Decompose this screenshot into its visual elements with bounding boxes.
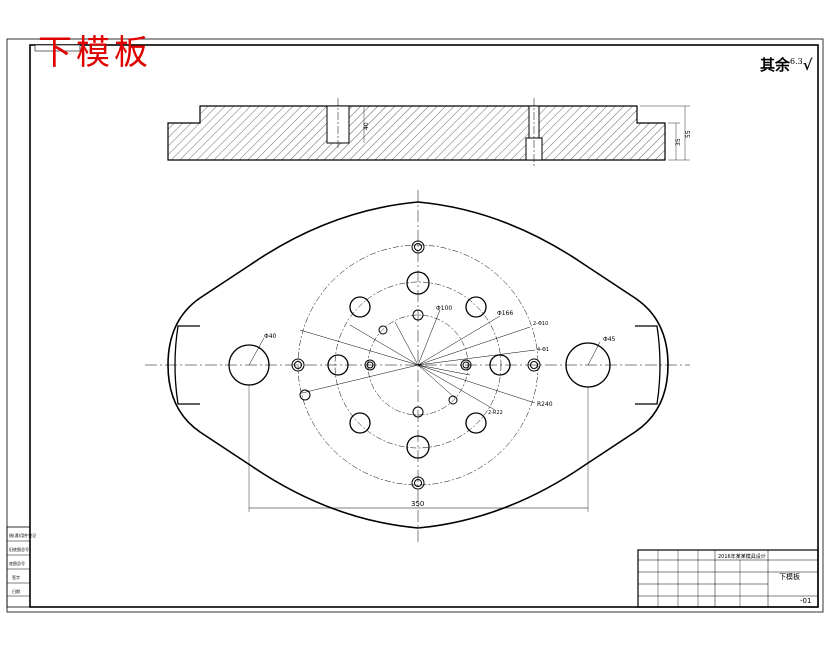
plan-view	[145, 190, 690, 545]
dim-35: 35	[675, 138, 682, 146]
left-block-label-4: 日期	[12, 588, 20, 594]
roughness-note: 其余6.3√	[760, 54, 813, 75]
dim-350: 350	[411, 500, 424, 508]
left-block-label-0: 借(通)用件登记	[9, 532, 36, 538]
dim-40: 40	[363, 122, 370, 130]
inner-border	[29, 44, 819, 608]
left-block-label-2: 底图总号	[9, 560, 25, 566]
dim-dia45: Φ45	[603, 336, 616, 343]
title-block-name: 下模板	[779, 573, 800, 581]
title-block-header: 2016年某某模具设计	[718, 554, 766, 560]
dim-2-dia10: 2-Φ10	[533, 321, 548, 327]
dim-dia100: Φ100	[436, 305, 452, 312]
left-block-label-3: 签字	[12, 574, 20, 580]
dim-4-dia: 4-Φ1	[537, 347, 549, 353]
right-slot	[635, 325, 661, 405]
roughness-text: 其余	[760, 56, 791, 74]
dim-dia40: Φ40	[264, 333, 277, 340]
dim-55: 55	[685, 130, 692, 138]
roughness-value: 6.3	[790, 57, 803, 66]
title-block	[637, 549, 819, 608]
drawing-title: 下模板	[38, 33, 152, 73]
outer-border	[6, 38, 824, 613]
dim-dia166: Φ166	[497, 310, 513, 317]
left-block-label-1: 旧底图总号	[9, 546, 29, 552]
roughness-check-icon: √	[802, 56, 813, 74]
plate-outline	[167, 201, 669, 529]
section-view	[167, 98, 690, 166]
corner-tab	[34, 44, 81, 52]
dim-r240: R240	[537, 401, 553, 408]
pcd-inner	[367, 314, 469, 416]
title-block-code: -01	[800, 597, 812, 605]
left-block	[6, 526, 31, 608]
dim-2-r22: 2-R22	[488, 410, 503, 416]
pcd-middle	[334, 281, 502, 449]
